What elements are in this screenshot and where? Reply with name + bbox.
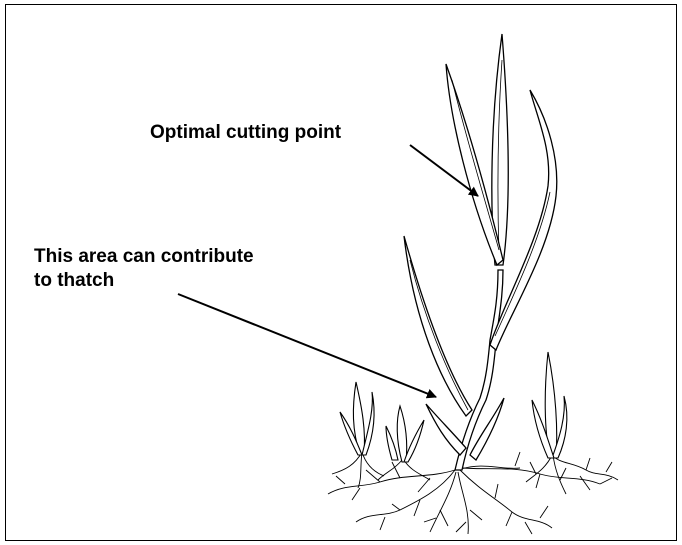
cutting-point-label: Optimal cutting point <box>150 120 341 146</box>
callout-arrows <box>178 145 478 397</box>
thatch-arrow <box>178 294 436 397</box>
thatch-label-line1: This area can contribute <box>34 244 254 270</box>
root-system <box>328 452 618 534</box>
thatch-label-line2: to thatch <box>34 268 114 294</box>
